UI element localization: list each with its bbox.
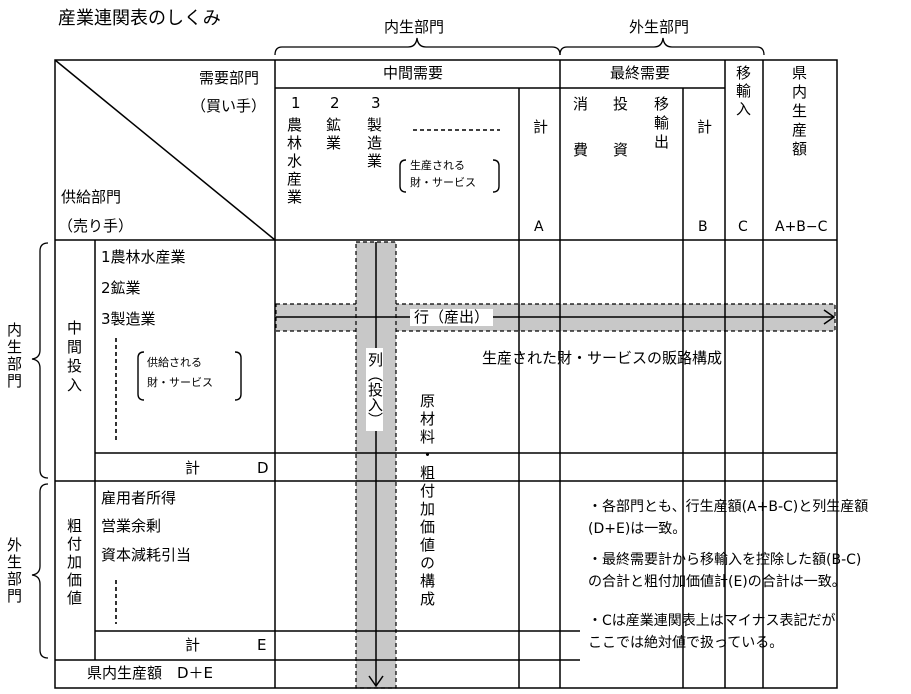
note-2-line2: の合計と粗付加価値計(E)の合計は一致。 [588,574,846,590]
value-added-label: 粗付加価値 [65,518,83,608]
investment-header: 投資 [611,96,629,188]
exogenous-left-label: 外生部門 [5,537,23,605]
col1-label: 農林水産業 [285,117,303,207]
value-added-total-row-code: E [257,636,267,654]
value-added-total-row: 計 [185,636,201,654]
intermediate-total-code: A [534,219,544,235]
row-bracket-line2: 財・サービス [147,376,213,389]
supply-sector-label: 供給部門 [61,188,122,206]
note-3-line2: ここでは絶対値で扱っている。 [588,635,784,651]
imports-header: 移輸入 [734,65,752,119]
row-mining: 2鉱業 [101,279,141,297]
prefectural-output-row: 県内生産額 D＋E [87,664,214,682]
seller-label: （売り手） [58,217,134,235]
col2-number: 2 [330,94,340,112]
exogenous-brace [559,37,765,56]
exogenous-left-brace [31,483,49,659]
col3-label: 製造業 [365,117,383,171]
intermediate-input-label: 中間投入 [65,320,83,396]
consumption-header: 消費 [571,96,589,188]
intermediate-total-label: 計 [533,118,549,136]
imports-code: C [738,219,748,235]
col1-number: 1 [291,94,301,112]
note-3-line1: ・Cは産業連関表上はマイナス表記だが [588,613,836,629]
final-total-code: B [698,219,708,235]
prefectural-output-header: 県内生産額 [790,65,808,160]
col3-number: 3 [371,94,381,112]
col-bracket-line2: 財・サービス [410,176,476,189]
row-bracket-line1: 供給される [147,356,202,369]
intermediate-total-row: 計 [185,459,201,477]
endogenous-brace [274,37,561,56]
endogenous-header: 内生部門 [384,18,445,36]
row-operating-surplus: 営業余剰 [101,517,162,535]
row-agriculture: 1農林水産業 [101,248,186,266]
intermediate-total-row-code: D [257,459,269,477]
demand-sector-label: 需要部門 [199,69,260,87]
row-employee-income: 雇用者所得 [101,489,177,507]
final-total-label: 計 [697,118,713,136]
row-depreciation: 資本減耗引当 [101,546,192,564]
col-bracket-line1: 生産される [410,159,465,172]
column-input-label: 列（投入） [366,348,384,431]
export-header: 移輸出 [652,96,670,153]
materials-structure-label: 原材料・粗付加価値の構成 [418,393,436,609]
sales-structure-label: 生産された財・サービスの販路構成 [482,349,723,367]
output-code: A+B−C [775,219,828,235]
note-1-line1: ・各部門とも、行生産額(A+B-C)と列生産額 [588,499,869,515]
row-manufacturing: 3製造業 [101,310,156,328]
final-demand-header: 最終需要 [610,64,671,82]
intermediate-demand-header: 中間需要 [383,64,444,82]
endogenous-left-label: 内生部門 [5,322,23,390]
endogenous-left-brace [31,242,49,479]
exogenous-header: 外生部門 [629,18,690,36]
row-output-label: 行（産出） [410,309,494,326]
note-2-line1: ・最終需要計から移輸入を控除した額(B-C) [588,552,862,568]
buyer-label: （買い手） [191,97,267,115]
note-1-line2: (D+E)は一致。 [588,521,687,537]
page-title: 産業連関表のしくみ [58,8,221,29]
col2-label: 鉱業 [324,117,342,153]
